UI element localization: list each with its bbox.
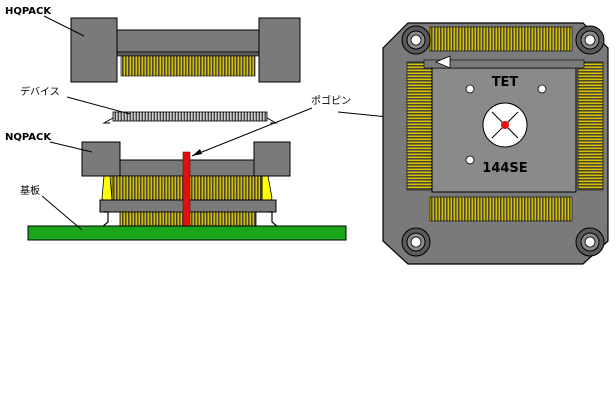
label-nqpack: NQPACK [5,132,93,153]
package-line-2: 144SE [482,161,527,176]
device-chip [102,111,278,124]
socket-top-view: TET 144SE [382,22,609,265]
hqpack-cover [70,17,301,83]
triangle-marker-icon [434,55,451,69]
screw-bottom-right [575,227,605,257]
pogo-pin [182,151,191,227]
hqpack-label-text: HQPACK [5,6,52,17]
board-label-text: 基板 [20,184,40,197]
device-label-text: デバイス [20,85,60,98]
label-device: デバイス [20,85,131,115]
nqpack-label-text: NQPACK [5,132,52,143]
screw-bottom-left [401,227,431,257]
crossed-circle-icon [482,102,528,148]
label-board: 基板 [20,184,83,231]
screw-top-right [575,25,605,55]
pogo-pin-label-text: ポゴピン [311,94,351,107]
screw-top-left [401,25,431,55]
label-hqpack: HQPACK [5,6,85,37]
circuit-board [27,225,347,241]
package-line-1: TET [492,75,519,90]
